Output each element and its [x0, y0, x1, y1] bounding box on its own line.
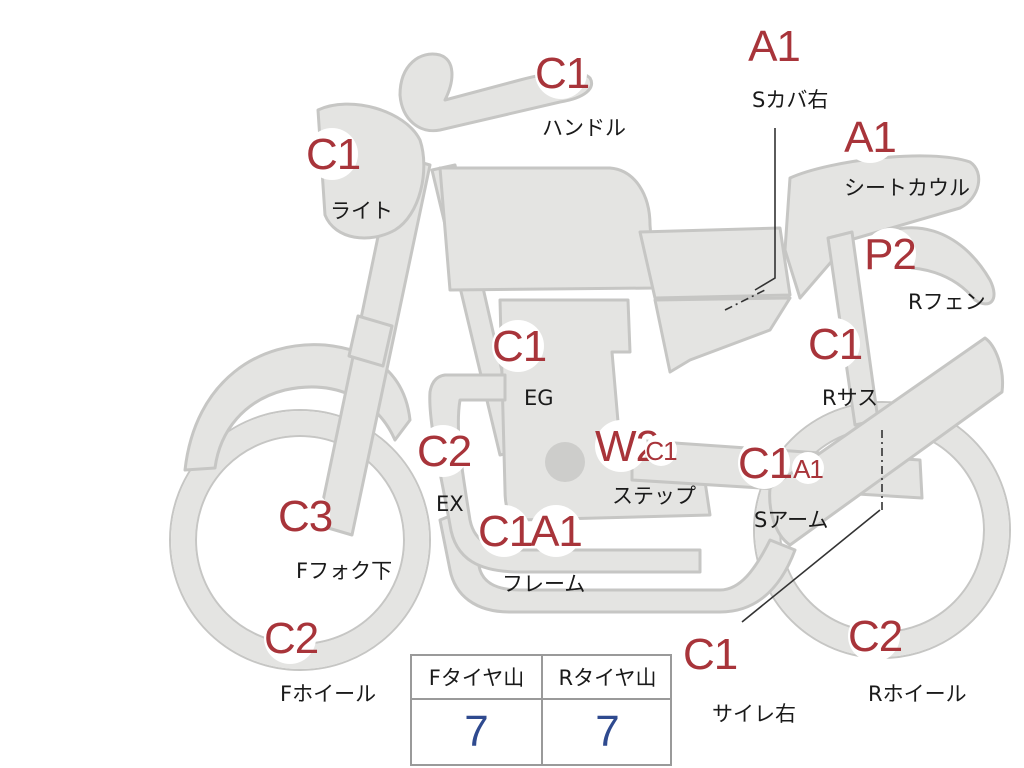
part-name: ライト: [330, 199, 393, 223]
grade-badge: C3: [278, 490, 333, 542]
grade-badge: A1: [530, 505, 583, 557]
rear-tire-tread-header: Rタイヤ山: [543, 656, 672, 700]
grade-badge: C1: [306, 128, 361, 180]
label-silencer-right: C1: [680, 628, 738, 680]
seat-cowl-shape: [783, 154, 981, 300]
tire-tread-table: Fタイヤ山 7 Rタイヤ山 7: [410, 654, 672, 766]
label-frame-name: フレーム: [502, 566, 585, 598]
grade-badge: C1: [738, 437, 793, 489]
label-swing-arm: C1: [736, 437, 793, 489]
grade-badge: C1: [683, 628, 738, 680]
label-rear-fender-name: Rフェン: [908, 284, 986, 316]
side-cover-dashed-line: [724, 289, 766, 311]
part-name: EG: [524, 386, 554, 410]
silencer-shape: [768, 336, 1005, 547]
front-tire-tread-column: Fタイヤ山 7: [412, 656, 543, 764]
label-exhaust: C2: [415, 425, 472, 477]
label-light: C1: [302, 128, 362, 180]
part-name: Fフォク下: [296, 559, 393, 583]
part-name: Rホイール: [868, 682, 967, 706]
part-name: Sカバ右: [752, 88, 829, 112]
label-frame: C1: [476, 505, 533, 557]
label-swing-arm-name: Sアーム: [754, 502, 828, 534]
label-front-fork-lower: C3: [276, 490, 333, 542]
label-seat-cowl: A1: [840, 111, 900, 163]
fork-boot-shape: [347, 314, 394, 368]
grade-badge: C2: [264, 612, 319, 664]
grade-badge: A1: [844, 111, 897, 163]
label-side-cover-right-name: Sカバ右: [752, 82, 828, 114]
label-silencer-right-name: サイレ右: [712, 696, 796, 728]
label-engine-name: EG: [524, 384, 554, 410]
part-name: Rサス: [822, 386, 879, 410]
down-tube-shape: [438, 508, 797, 614]
label-rear-suspension: C1: [806, 318, 863, 370]
label-rear-wheel: C2: [846, 610, 903, 662]
rear-tire-tread-value: 7: [595, 707, 620, 756]
label-seat-cowl-name: シートカウル: [844, 170, 970, 202]
label-front-wheel-name: Fホイール: [280, 676, 376, 708]
grade-badge: W2: [595, 420, 660, 472]
grade-badge: C1: [492, 320, 547, 372]
rear-tire-tread-column: Rタイヤ山 7: [543, 656, 672, 764]
grade-badge: C2: [417, 425, 472, 477]
grade-badge: C1: [808, 318, 863, 370]
side-cover-shape: [653, 296, 792, 374]
silencer-leader-line: [741, 509, 881, 623]
part-name: ハンドル: [542, 116, 626, 140]
engine-cover-shape: [545, 442, 585, 482]
part-name: ステップ: [612, 484, 696, 508]
part-name: Fホイール: [280, 682, 377, 706]
label-rear-suspension-name: Rサス: [822, 380, 878, 412]
label-frame-sub: A1: [528, 505, 584, 557]
label-rear-fender: P2: [862, 228, 918, 280]
grade-badge: A1: [748, 20, 801, 72]
label-side-cover-right: A1: [744, 20, 804, 72]
label-rear-wheel-name: Rホイール: [868, 676, 967, 708]
grade-badge-small: C1: [645, 434, 678, 466]
part-name: Rフェン: [908, 290, 986, 314]
label-light-name: ライト: [330, 193, 393, 225]
grade-badge-small: A1: [792, 452, 824, 484]
label-swing-arm-sub: A1: [791, 452, 825, 484]
label-step-sub: C1: [644, 434, 678, 466]
grade-badge: C1: [478, 505, 533, 557]
seat-shape: [638, 226, 792, 300]
label-step-name: ステップ: [612, 478, 696, 510]
side-cover-leader-line: [754, 128, 776, 291]
part-name: Sアーム: [754, 508, 829, 532]
label-handle-name: ハンドル: [542, 110, 626, 142]
label-front-wheel: C2: [262, 612, 319, 664]
label-exhaust-name: EX: [436, 490, 464, 516]
front-tire-tread-value: 7: [464, 707, 489, 756]
label-engine: C1: [490, 320, 547, 372]
part-name: フレーム: [502, 572, 586, 596]
grade-badge: C2: [848, 610, 903, 662]
label-step: W2: [592, 420, 660, 472]
part-name: シートカウル: [844, 176, 970, 200]
grade-badge: P2: [864, 228, 917, 280]
front-tire-tread-header: Fタイヤ山: [412, 656, 541, 700]
part-name: EX: [436, 492, 464, 516]
grade-badge: C1: [535, 47, 590, 99]
fuel-tank-shape: [438, 166, 657, 292]
label-front-fork-lower-name: Fフォク下: [296, 553, 392, 585]
part-name: サイレ右: [712, 702, 796, 726]
label-handle: C1: [528, 47, 594, 99]
